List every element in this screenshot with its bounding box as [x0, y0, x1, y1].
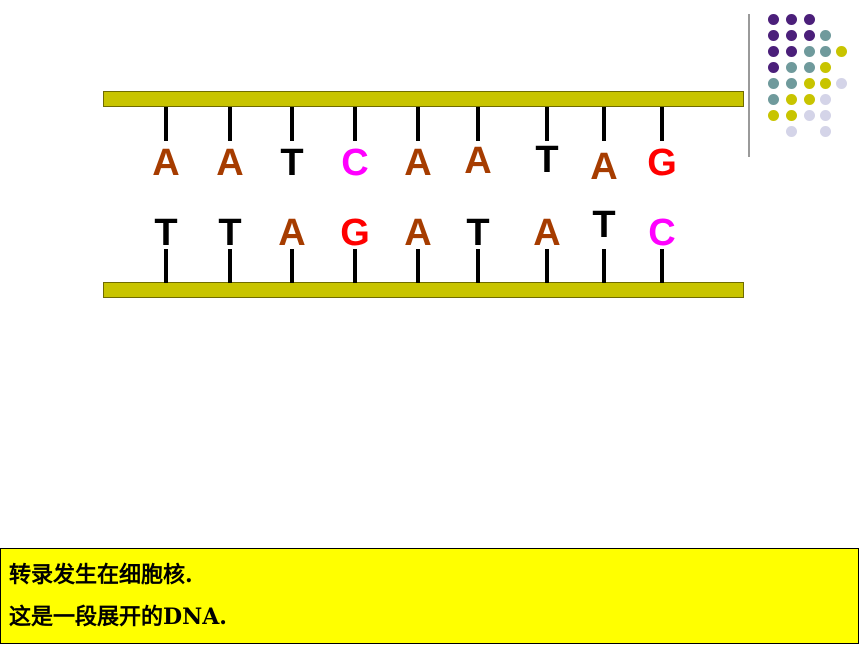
- top-bond-tick: [602, 107, 606, 141]
- decorative-dot: [804, 94, 815, 105]
- top-strand-base: A: [216, 142, 244, 184]
- decorative-dot: [768, 94, 779, 105]
- decorative-dot: [804, 62, 815, 73]
- decorative-dot: [820, 46, 831, 57]
- decorative-dot: [804, 14, 815, 25]
- bottom-strand-base: T: [466, 212, 490, 254]
- decorative-dot: [836, 46, 847, 57]
- decorative-dot: [804, 78, 815, 89]
- caption-line-2: 这是一段展开的DNA.: [9, 604, 227, 630]
- decorative-dot: [768, 46, 779, 57]
- top-strand-base: G: [647, 142, 677, 184]
- bottom-bond-tick: [660, 249, 664, 283]
- decorative-dot: [786, 94, 797, 105]
- bottom-strand-base: T: [218, 212, 242, 254]
- top-bond-tick: [290, 107, 294, 141]
- bottom-strand-base: A: [404, 212, 432, 254]
- decorative-dot: [820, 94, 831, 105]
- decorative-dot: [768, 30, 779, 41]
- dna-top-backbone: [103, 91, 744, 107]
- decorative-dot: [768, 110, 779, 121]
- bottom-bond-tick: [164, 249, 168, 283]
- top-bond-tick: [353, 107, 357, 141]
- bottom-strand-base: T: [592, 204, 616, 246]
- top-strand-base: T: [280, 142, 304, 184]
- bottom-bond-tick: [353, 249, 357, 283]
- top-bond-tick: [660, 107, 664, 141]
- top-strand-base: A: [404, 142, 432, 184]
- top-bond-tick: [164, 107, 168, 141]
- decorative-dot: [786, 126, 797, 137]
- decorative-dot: [786, 62, 797, 73]
- caption-line-1: 转录发生在细胞核.: [9, 562, 193, 588]
- decorative-dot: [820, 30, 831, 41]
- top-bond-tick: [416, 107, 420, 141]
- bottom-strand-base: C: [648, 212, 676, 254]
- decorative-dot: [786, 30, 797, 41]
- dna-bottom-backbone: [103, 282, 744, 298]
- decorative-dot: [768, 14, 779, 25]
- top-strand-base: A: [464, 140, 492, 182]
- top-bond-tick: [476, 107, 480, 141]
- decorative-dot: [768, 78, 779, 89]
- bottom-strand-base: A: [278, 212, 306, 254]
- decorative-dot: [786, 78, 797, 89]
- decorative-dot: [820, 62, 831, 73]
- decorative-divider-line: [748, 14, 750, 157]
- decorative-dot: [836, 78, 847, 89]
- decorative-dot: [768, 62, 779, 73]
- top-bond-tick: [545, 107, 549, 141]
- decorative-dot: [804, 46, 815, 57]
- bottom-bond-tick: [602, 249, 606, 283]
- decorative-dot: [820, 110, 831, 121]
- bottom-bond-tick: [290, 249, 294, 283]
- decorative-dot: [804, 110, 815, 121]
- bottom-strand-base: A: [533, 212, 561, 254]
- top-strand-base: A: [152, 142, 180, 184]
- bottom-bond-tick: [545, 249, 549, 283]
- decorative-dot: [820, 126, 831, 137]
- top-strand-base: C: [341, 142, 369, 184]
- caption-box: 转录发生在细胞核. 这是一段展开的DNA.: [0, 548, 859, 644]
- bottom-bond-tick: [228, 249, 232, 283]
- decorative-dot: [820, 78, 831, 89]
- top-strand-base: A: [590, 146, 618, 188]
- top-strand-base: T: [535, 139, 559, 181]
- decorative-dot: [804, 30, 815, 41]
- bottom-strand-base: T: [154, 212, 178, 254]
- bottom-bond-tick: [416, 249, 420, 283]
- bottom-strand-base: G: [340, 212, 370, 254]
- bottom-bond-tick: [476, 249, 480, 283]
- top-bond-tick: [228, 107, 232, 141]
- decorative-dot: [786, 110, 797, 121]
- decorative-dot: [786, 14, 797, 25]
- decorative-dot: [786, 46, 797, 57]
